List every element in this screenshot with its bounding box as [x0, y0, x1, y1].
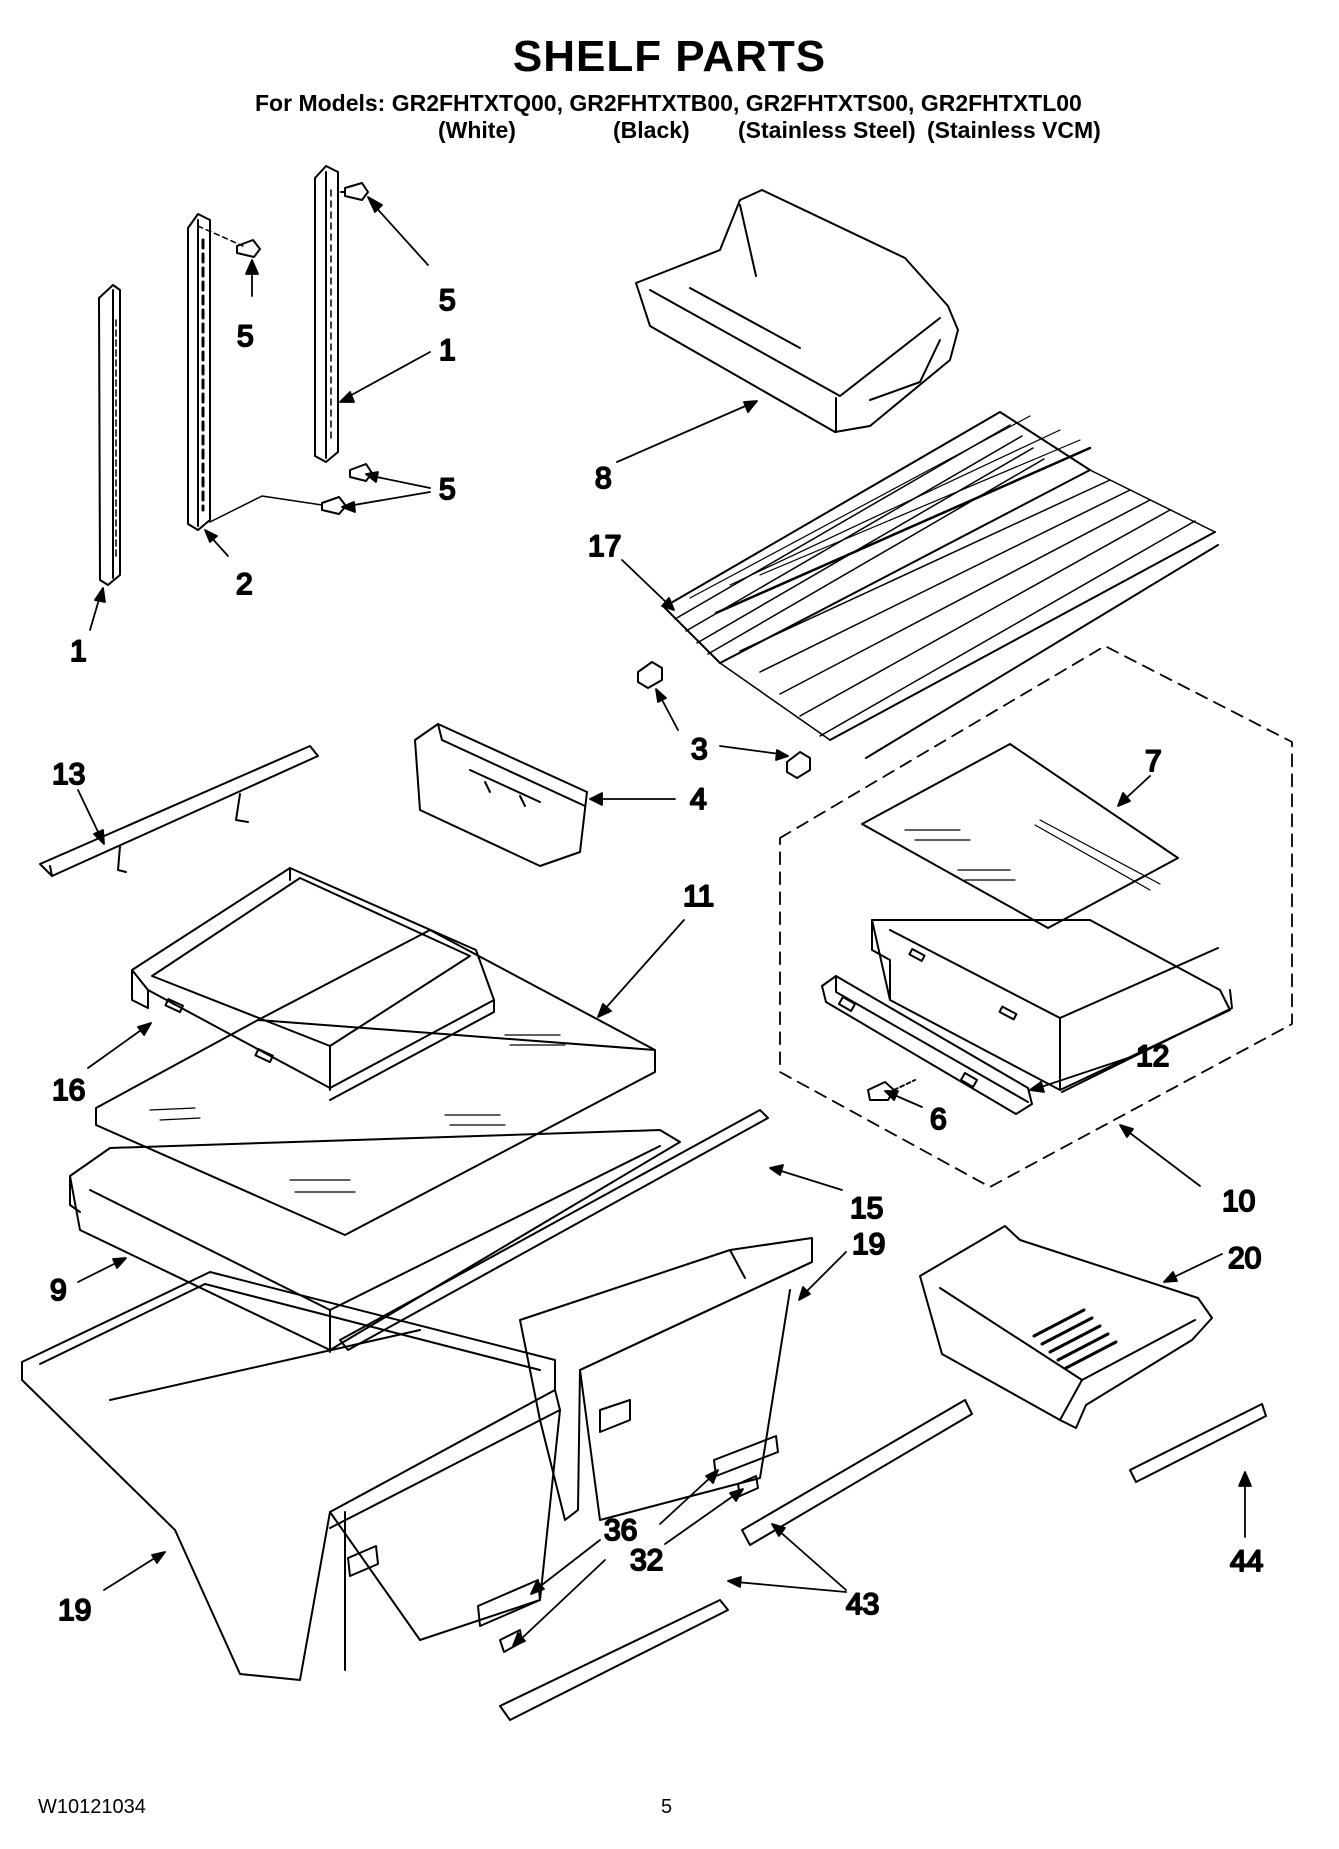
crisper-drawer-right: [519, 1237, 813, 1521]
callout-44: 44: [1230, 1545, 1263, 1578]
variant-white: (White): [438, 117, 516, 143]
shelf-stud-2: [786, 751, 811, 779]
variant-black: (Black): [613, 117, 690, 143]
callout-16: 16: [52, 1074, 85, 1107]
callout-5-center: 5: [237, 320, 254, 353]
page-number: 5: [661, 1796, 673, 1818]
drawer-rail-upper: [741, 1399, 973, 1546]
shelf-stud-1: [637, 661, 663, 689]
callout-9: 9: [50, 1274, 67, 1307]
variant-stainless-vcm: (Stainless VCM): [927, 117, 1101, 143]
shelf-rail-center: [187, 213, 244, 531]
wire-shelf: [663, 411, 1219, 759]
callout-13: 13: [52, 758, 85, 791]
shelf-frame-small: [871, 919, 1233, 1093]
shelf-rail-right: [314, 165, 339, 463]
callout-19-right: 19: [852, 1228, 885, 1261]
callout-36: 36: [604, 1514, 637, 1547]
shelf-assembly-outline: [779, 645, 1293, 1188]
callout-7: 7: [1145, 745, 1162, 778]
shelf-frame-main: [131, 867, 495, 1101]
screw-lower-2: [209, 495, 347, 523]
callout-12: 12: [1136, 1040, 1169, 1073]
utility-bin: [414, 723, 588, 867]
rear-bracket: [821, 975, 1033, 1115]
crisper-cover-frame: [69, 1129, 681, 1353]
callout-10: 10: [1222, 1185, 1255, 1218]
screw-center: [236, 239, 261, 258]
callout-17: 17: [588, 530, 621, 563]
callout-5-top: 5: [439, 284, 456, 317]
callout-11: 11: [683, 880, 714, 913]
page-title: SHELF PARTS: [512, 32, 827, 81]
models-line: For Models: GR2FHTXTQ00, GR2FHTXTB00, GR…: [255, 90, 1082, 116]
glass-panel-large: [95, 929, 656, 1236]
callout-3: 3: [691, 733, 708, 766]
document-number: W10121034: [38, 1796, 146, 1818]
callout-4: 4: [690, 783, 707, 816]
meat-drawer: [919, 1225, 1213, 1429]
meat-drawer-trim: [1129, 1403, 1267, 1483]
callout-8: 8: [595, 462, 612, 495]
glass-panel-small: [861, 743, 1179, 929]
callout-43: 43: [846, 1588, 879, 1621]
crisper-trim-strip: [339, 1109, 769, 1351]
variant-stainless-steel: (Stainless Steel): [738, 117, 916, 143]
shelf-trim: [39, 745, 319, 877]
screw-lower-1: [349, 463, 373, 482]
callout-1-right: 1: [439, 334, 456, 367]
deli-bin: [635, 189, 959, 433]
callout-5-lower: 5: [439, 473, 456, 506]
screw-top-right: [337, 182, 369, 201]
callout-32: 32: [630, 1544, 663, 1577]
callout-20: 20: [1228, 1242, 1261, 1275]
callout-6: 6: [930, 1103, 947, 1136]
leader-arrows: [77, 196, 1252, 1647]
shelf-rail-left: [98, 284, 121, 586]
callout-1-left: 1: [70, 635, 87, 668]
callout-2: 2: [236, 568, 253, 601]
drawer-rail-lower: [499, 1599, 729, 1721]
drawer-clip-left: [477, 1579, 541, 1653]
callout-15: 15: [850, 1192, 883, 1225]
callout-19-left: 19: [58, 1594, 91, 1627]
